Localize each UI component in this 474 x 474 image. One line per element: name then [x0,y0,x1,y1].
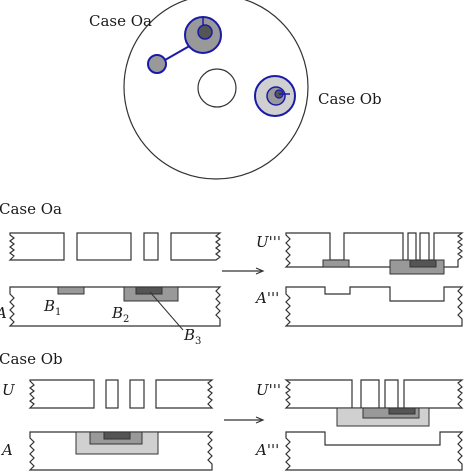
ob-left-u-pieces [28,379,214,409]
disk-diagram: Case Oa Case Ob [89,0,382,180]
oa-label-u3: U''' [256,233,281,251]
oa-label-b1: B1 [43,297,61,318]
central-hole [197,68,237,108]
oa-b3-box [135,286,163,295]
case-ob-label: Case Ob [318,90,382,108]
section-ob-title: Case Ob [0,350,63,368]
oa-u3-b1-box [322,259,350,268]
oa-label-b3-main: B [183,326,195,344]
oa-right-u3-strip [284,232,464,275]
oa-label-b3: B3 [183,326,201,347]
oa-label-a: A [0,304,7,322]
oa-right-a3-ribbon [284,286,464,327]
oa-left-u-piece-3 [143,232,159,261]
ob-left-u-piece-2 [105,379,119,409]
oa-arrow-head [255,267,265,275]
ob-label-a: A [0,441,13,459]
oa-left-a-strip [8,286,222,331]
ob-u3-inner-box [388,407,416,415]
oa-b1-box [57,286,85,295]
case-ob-cluster [254,75,296,117]
case-oa-label: Case Oa [89,12,152,30]
ob-left-u-piece-4 [155,379,214,409]
case-oa-small-disk [147,54,167,74]
ob-arrow [224,416,265,424]
section-case-oa: Case Oa A B1 B2 B3 U''' [0,200,464,347]
oa-label-b2: B2 [111,304,129,325]
oa-left-u-piece-4 [170,232,222,261]
section-oa-title: Case Oa [0,200,62,218]
ob-label-u3: U''' [256,381,281,399]
ob-arrow-head [255,416,265,424]
oa-left-u-pieces [8,232,222,261]
outer-disk [123,0,309,180]
oa-label-b1-sub: 1 [55,307,61,318]
case-oa-cluster [147,16,222,74]
oa-left-u-piece-1 [8,232,65,261]
oa-u3-b3-box [409,259,437,268]
ob-left-a-strip [28,431,214,471]
ob-label-a3: A''' [254,441,279,459]
ob-right-a3-ribbon [284,431,464,471]
oa-label-b3-sub: 3 [195,336,201,347]
ob-left-u-piece-1 [28,379,95,409]
ob-left-u-piece-3 [129,379,145,409]
case-oa-inner-disk [197,24,213,40]
oa-b3-pointer [149,291,184,331]
oa-left-u-piece-2 [76,232,132,261]
oa-label-a3: A''' [254,289,279,307]
oa-label-b1-main: B [43,297,55,315]
oa-label-b2-main: B [111,304,123,322]
ob-label-u: U [2,381,16,399]
oa-label-b2-sub: 2 [123,314,129,325]
ob-inner-box [103,431,131,440]
ob-right-u3-strip [284,379,464,427]
ob-right-u3-ribbon [284,379,464,409]
oa-arrow [222,267,265,275]
section-case-ob: Case Ob U A U''' [0,350,464,471]
